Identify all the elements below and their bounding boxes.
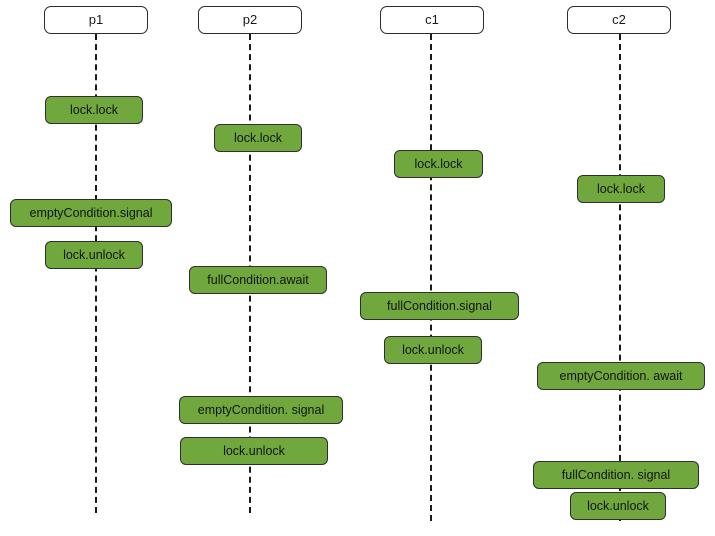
lifeline-line-c2: [619, 34, 621, 521]
message-box[interactable]: lock.lock: [577, 175, 665, 203]
lifeline-header-c2[interactable]: c2: [567, 6, 671, 34]
lifeline-header-p2[interactable]: p2: [198, 6, 302, 34]
message-box[interactable]: lock.unlock: [180, 437, 328, 465]
message-box[interactable]: emptyCondition.signal: [10, 199, 172, 227]
message-box[interactable]: emptyCondition. await: [537, 362, 705, 390]
lifeline-header-p1[interactable]: p1: [44, 6, 148, 34]
message-box[interactable]: fullCondition.signal: [360, 292, 519, 320]
message-box[interactable]: emptyCondition. signal: [179, 396, 343, 424]
lifeline-header-c1[interactable]: c1: [380, 6, 484, 34]
message-box[interactable]: lock.unlock: [570, 492, 666, 520]
message-box[interactable]: fullCondition. signal: [533, 461, 699, 489]
message-box[interactable]: lock.unlock: [384, 336, 482, 364]
message-box[interactable]: lock.unlock: [45, 241, 143, 269]
message-box[interactable]: lock.lock: [394, 150, 483, 178]
message-box[interactable]: fullCondition.await: [189, 266, 327, 294]
message-box[interactable]: lock.lock: [45, 96, 143, 124]
lifeline-line-p1: [95, 34, 97, 513]
lifeline-line-c1: [430, 34, 432, 521]
message-box[interactable]: lock.lock: [214, 124, 302, 152]
